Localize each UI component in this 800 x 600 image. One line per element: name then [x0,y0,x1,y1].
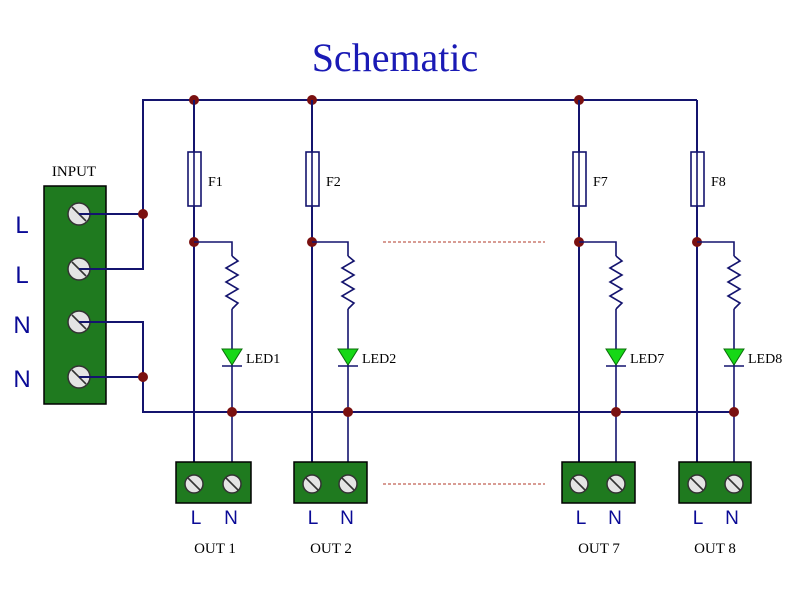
resistor-7 [608,255,624,310]
input-terminal-label-4: N [13,366,30,393]
led-label-8: LED8 [748,352,782,367]
resistor-2 [340,255,356,310]
channel-1: F1 LED1 L N OUT 1 [175,100,280,557]
output-2-n-label: N [340,508,354,529]
output-7-n-label: N [608,508,622,529]
input-terminal-label-2: L [15,262,28,289]
channel-2: F2 LED2 L N OUT 2 [293,100,396,557]
schematic-title: Schematic [312,35,479,80]
led-8-icon [723,348,745,366]
output-8-n-label: N [725,508,739,529]
input-label: INPUT [52,164,96,180]
resistor-1 [224,255,240,310]
output-2-l-label: L [308,508,319,529]
input-wiring [79,99,738,413]
output-8-l-label: L [693,508,704,529]
input-terminal-label-1: L [15,212,28,239]
input-terminal-label-3: N [13,312,30,339]
led-1-icon [221,348,243,366]
output-1-l-label: L [191,508,202,529]
resistor-8 [726,255,742,310]
output-1-n-label: N [224,508,238,529]
output-label-1: OUT 1 [194,541,236,557]
fuse-label-2: F2 [326,175,341,190]
led-label-7: LED7 [630,352,664,367]
channel-7: F7 LED7 L N OUT 7 [561,100,664,557]
led-label-2: LED2 [362,352,396,367]
output-7-l-label: L [576,508,587,529]
output-label-7: OUT 7 [578,541,620,557]
led-2-icon [337,348,359,366]
fuse-label-7: F7 [593,175,608,190]
led-label-1: LED1 [246,352,280,367]
fuse-label-1: F1 [208,175,223,190]
channel-8: F8 LED8 L N OUT 8 [678,100,782,557]
output-label-8: OUT 8 [694,541,736,557]
fuse-label-8: F8 [711,175,726,190]
led-7-icon [605,348,627,366]
output-label-2: OUT 2 [310,541,352,557]
input-nodes [138,95,584,382]
